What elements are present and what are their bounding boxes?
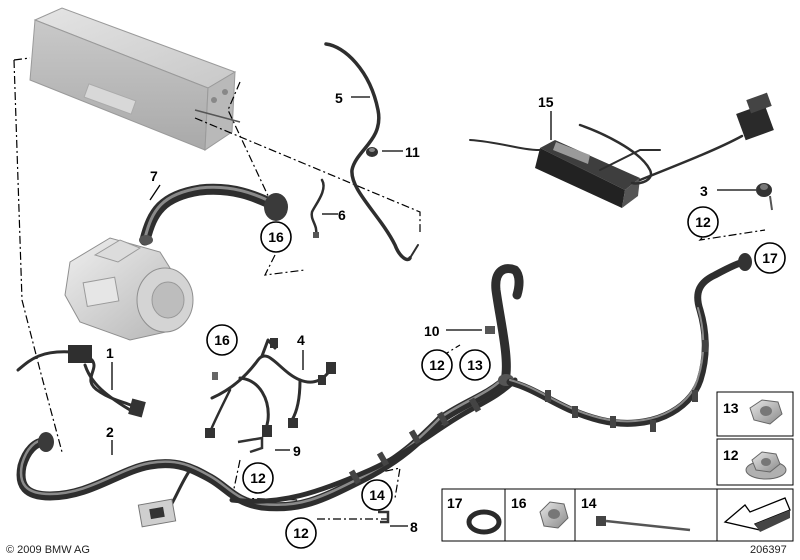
clip-part-8: [378, 510, 390, 524]
label-3: 3: [700, 183, 708, 199]
svg-text:12: 12: [429, 357, 445, 373]
svg-text:17: 17: [762, 250, 778, 266]
hose-part-7: [139, 183, 288, 246]
parts-box-12-label: 12: [723, 447, 739, 463]
label-4: 4: [297, 332, 305, 348]
callout-12-a: 12: [687, 206, 719, 238]
label-2: 2: [106, 424, 114, 440]
main-cable-part-2: [16, 253, 752, 528]
cable-tie-14-icon: [596, 516, 691, 532]
callout-14-a: 14: [361, 479, 393, 511]
parts-box-13: 13: [716, 391, 794, 437]
label-11: 11: [405, 144, 420, 160]
compressor-unit: [64, 237, 194, 341]
svg-text:12: 12: [250, 470, 266, 486]
image-number: 206397: [750, 544, 787, 556]
parts-box-17-label: 17: [447, 495, 463, 511]
label-7: 7: [150, 168, 158, 184]
parts-box-14-label: 14: [581, 495, 597, 511]
harness-part-4: [205, 338, 336, 438]
label-1: 1: [106, 345, 114, 361]
svg-text:16: 16: [214, 332, 230, 348]
nut-13-icon: [749, 399, 783, 425]
callout-16-a: 16: [260, 221, 292, 253]
parts-box-12: 12: [716, 438, 794, 486]
bracket-part-9: [237, 436, 264, 454]
parts-box-13-label: 13: [723, 400, 739, 416]
direction-arrow-icon: [723, 497, 791, 532]
cable-part-6: [310, 178, 325, 238]
sensor-part-3: [756, 183, 773, 211]
callout-12-d: 12: [285, 517, 317, 549]
svg-text:12: 12: [695, 214, 711, 230]
svg-text:14: 14: [369, 487, 385, 503]
label-6: 6: [338, 207, 346, 223]
circled-callouts: 16 16 12 17 12 13 12 14: [206, 206, 786, 549]
callout-16-b: 16: [206, 324, 238, 356]
svg-text:12: 12: [293, 525, 309, 541]
svg-text:13: 13: [467, 357, 483, 373]
parts-row-bottom: 17 16 14: [441, 488, 794, 542]
clip-part-10: [485, 326, 495, 334]
leader-lines: [111, 96, 756, 527]
cable-part-5: [324, 42, 419, 262]
callout-12-b: 12: [421, 349, 453, 381]
callout-13-a: 13: [459, 349, 491, 381]
o-ring-17-icon: [466, 509, 502, 535]
control-unit-box: [29, 7, 241, 151]
number-labels: 5 11 15 3 7 6 4 1 2 9 10 8: [106, 90, 708, 535]
copyright-text: © 2009 BMW AG: [6, 544, 90, 556]
cable-part-1: [16, 345, 146, 418]
grommet-part-11: [366, 147, 378, 157]
label-15: 15: [538, 94, 554, 110]
label-5: 5: [335, 90, 343, 106]
label-8: 8: [410, 519, 418, 535]
parts-box-16-label: 16: [511, 495, 527, 511]
callout-17-a: 17: [754, 242, 786, 274]
callout-12-c: 12: [242, 462, 274, 494]
module-part-15: [469, 92, 774, 208]
label-10: 10: [424, 323, 440, 339]
flange-nut-12-icon: [745, 451, 787, 480]
label-9: 9: [293, 443, 301, 459]
nut-16-icon: [539, 501, 569, 529]
svg-text:16: 16: [268, 229, 284, 245]
